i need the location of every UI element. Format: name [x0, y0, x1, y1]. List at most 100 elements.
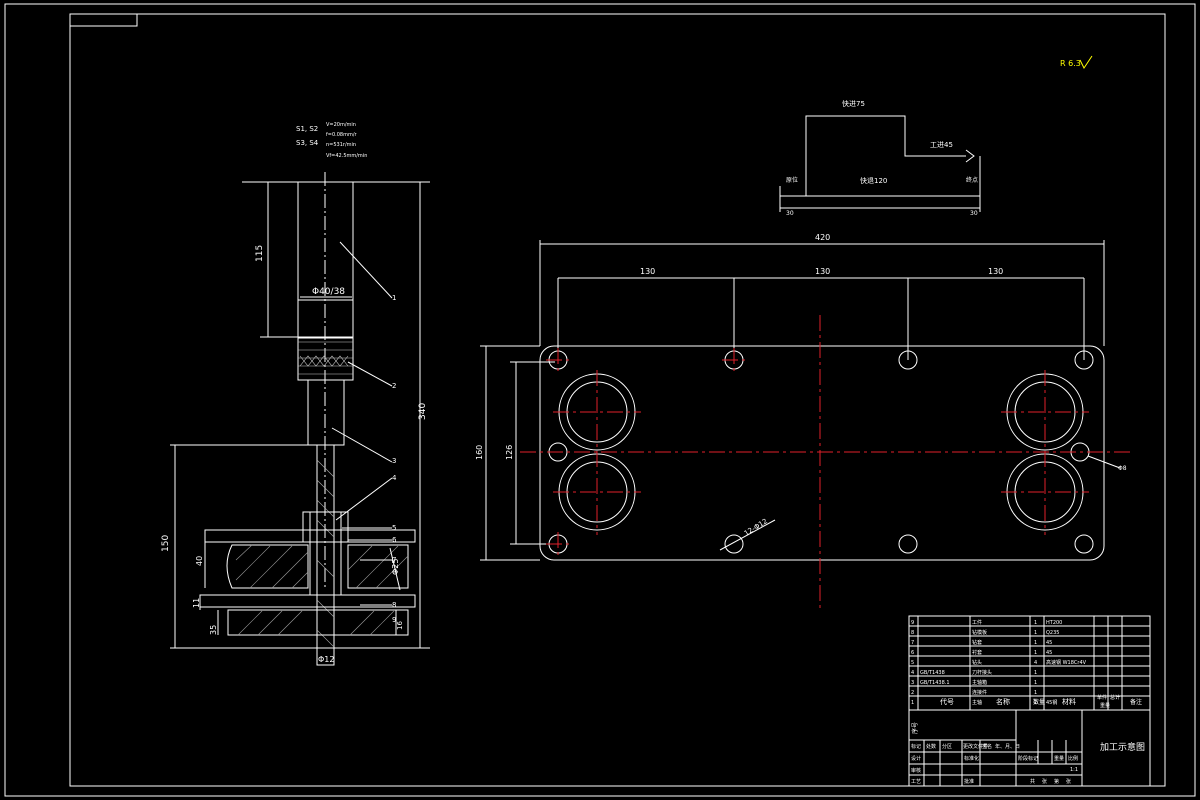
header-weight: 重量 [1100, 702, 1110, 709]
parts-row-7: 7 钻套 1 45 [911, 639, 1052, 646]
svg-text:45: 45 [1046, 650, 1052, 656]
header-unit: 单件 [1097, 694, 1107, 701]
header-no: 序号 [911, 722, 919, 734]
leader-label-3: 3 [392, 457, 396, 465]
stage-mark-label: 阶段标记 [1018, 755, 1038, 762]
dim-340: 340 [418, 403, 428, 420]
dim-150: 150 [161, 535, 171, 552]
parts-row-5: 5 钻头 4 高速钢 W18Cr4V [911, 659, 1087, 666]
drawing-frame [69, 13, 1166, 787]
label-design: 设计 [911, 755, 921, 762]
label-start: 原位 [786, 176, 798, 184]
svg-text:GB/T1438: GB/T1438 [920, 670, 945, 676]
svg-text:工件: 工件 [972, 619, 982, 626]
dim-height-126: 126 [505, 445, 514, 460]
leader-label-6: 6 [392, 536, 397, 544]
svg-text:45: 45 [1046, 640, 1052, 646]
leader-label-7: 7 [392, 556, 396, 564]
sheet-no-label: 第 [1054, 778, 1059, 785]
dim-115: 115 [255, 245, 265, 262]
svg-text:1: 1 [1034, 670, 1037, 676]
process-note-rpm: n=531r/min [326, 142, 356, 148]
svg-text:1: 1 [1034, 620, 1037, 626]
drawing-outer-border [4, 3, 1196, 797]
header-total: 总计 [1110, 694, 1120, 701]
rev-doc: 更改文件号 [963, 743, 988, 750]
rev-date: 年、月、日 [995, 743, 1020, 750]
right-callout: Φ8 [1118, 465, 1127, 472]
process-note-s2: S3, S4 [296, 139, 319, 147]
svg-text:高速钢 W18Cr4V: 高速钢 W18Cr4V [1046, 659, 1087, 666]
leader-label-5: 5 [392, 524, 396, 532]
rev-mark: 标记 [911, 743, 921, 750]
dim-35: 35 [209, 625, 218, 635]
label-craft: 工艺 [911, 779, 921, 785]
svg-text:1: 1 [1034, 650, 1037, 656]
left-side-view [170, 172, 430, 666]
plan-view [480, 240, 1121, 561]
svg-text:GB/T1438.1: GB/T1438.1 [920, 680, 950, 686]
process-note-feed: f=0.08mm/r [326, 132, 358, 138]
svg-text:1: 1 [1034, 630, 1037, 636]
leader-label-1: 1 [392, 294, 396, 302]
svg-text:7: 7 [911, 640, 914, 646]
process-cycle-diagram [779, 115, 981, 212]
label-approve: 批准 [964, 778, 974, 785]
svg-text:钻套: 钻套 [972, 639, 982, 646]
dim-height-160: 160 [475, 445, 484, 460]
svg-text:9: 9 [911, 620, 914, 626]
svg-text:4: 4 [1034, 660, 1037, 666]
plan-centerlines [520, 315, 1130, 610]
leader-label-2: 2 [392, 382, 396, 390]
dim-spacing-2: 130 [815, 267, 830, 276]
header-qty: 数量 [1033, 698, 1045, 706]
leader-label-8: 8 [392, 601, 396, 609]
process-note-vf: Vf=42.5mm/min [326, 153, 367, 159]
label-end: 终点 [966, 176, 978, 184]
dim-16: 16 [396, 621, 404, 630]
scale-value: 1:1 [1070, 767, 1078, 773]
rev-sign: 签名 [982, 743, 992, 750]
title-block-text: 9 工件 1 HT200 8 钻模板 1 Q235 7 钻套 1 45 6 衬套… [911, 619, 1145, 785]
hole-callout: 12-Φ12 [743, 517, 769, 537]
sheet-no-unit: 张 [1066, 778, 1071, 785]
cycle-end-arrow-icon [965, 149, 975, 163]
svg-text:Q235: Q235 [1046, 630, 1059, 636]
parts-row-6: 6 衬套 1 45 [911, 649, 1052, 656]
svg-text:主轴: 主轴 [972, 699, 982, 706]
dim-right-30: 30 [970, 210, 978, 217]
surface-roughness-note: R 6.3 [1060, 59, 1081, 68]
svg-text:刀杆接头: 刀杆接头 [972, 669, 992, 676]
svg-text:HT200: HT200 [1046, 620, 1062, 626]
label-standard: 标准化 [964, 755, 979, 762]
svg-text:钻模板: 钻模板 [972, 629, 987, 636]
svg-text:主轴箱: 主轴箱 [972, 679, 987, 686]
dim-40: 40 [195, 556, 204, 566]
dim-spacing-3: 130 [988, 267, 1003, 276]
svg-text:2: 2 [911, 690, 914, 696]
drill-shank [316, 444, 335, 666]
header-name: 名称 [996, 697, 1010, 706]
sheet-total-label: 共 [1030, 778, 1035, 785]
svg-text:1: 1 [1034, 640, 1037, 646]
stage-scale-label: 比例 [1068, 755, 1078, 762]
parts-row-9: 9 工件 1 HT200 [911, 619, 1062, 626]
header-code: 代号 [940, 697, 954, 706]
workpiece-section [226, 544, 309, 589]
svg-text:衬套: 衬套 [972, 649, 982, 656]
header-material: 材料 [1062, 697, 1076, 706]
parts-row-2: 2 连接件 1 [911, 689, 1037, 696]
dim-spacing-1: 130 [640, 267, 655, 276]
svg-text:6: 6 [911, 650, 914, 656]
corner-label-box [69, 13, 138, 27]
label-review: 审核 [911, 767, 921, 774]
svg-text:5: 5 [911, 660, 914, 666]
label-fast-forward: 快进75 [842, 99, 865, 108]
header-remark: 备注 [1130, 698, 1142, 706]
fixture-lower-plate [227, 609, 409, 636]
drill-bushing [302, 511, 349, 543]
sheet-total-unit: 张 [1042, 778, 1047, 785]
leader-label-9: 9 [392, 616, 396, 624]
dim-11: 11 [192, 598, 201, 608]
